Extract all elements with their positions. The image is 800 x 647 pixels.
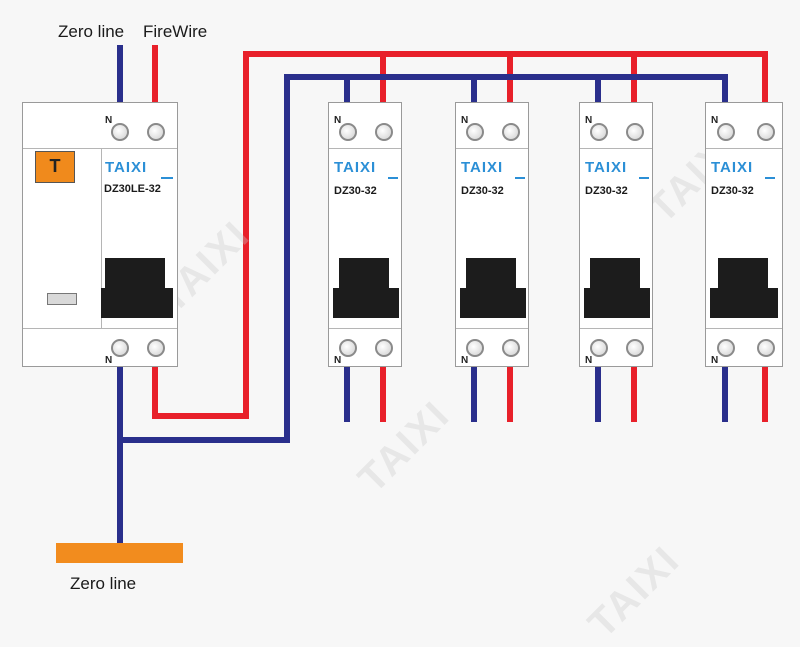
breaker-3: N TAIXI DZ30-32 N [579,102,653,367]
switch-handle-base [710,288,778,318]
terminal-n-mark: N [461,355,469,366]
divider [580,328,652,329]
terminal-n-mark: N [334,355,342,366]
brand-underline [161,177,173,179]
terminal-screw [339,123,357,141]
brand-underline [388,177,398,179]
terminal-screw [626,123,644,141]
breaker-4: N TAIXI DZ30-32 N [705,102,783,367]
switch-handle[interactable] [105,258,165,290]
neutral-bus-wire [120,74,728,443]
terminal-screw [147,123,165,141]
rcbo-device: N T TAIXI DZ30LE-32 N [22,102,178,367]
model-label: DZ30-32 [461,185,504,197]
brand-underline [515,177,525,179]
brand-logo: TAIXI [105,159,148,176]
trip-indicator [47,293,77,305]
terminal-screw [339,339,357,357]
terminal-screw [111,123,129,141]
terminal-screw [147,339,165,357]
divider [329,328,401,329]
terminal-screw [502,123,520,141]
terminal-n-mark: N [585,115,593,126]
switch-handle[interactable] [339,258,389,290]
brand-logo: TAIXI [461,159,504,176]
terminal-screw [626,339,644,357]
breaker-1: N TAIXI DZ30-32 N [328,102,402,367]
terminal-screw [375,123,393,141]
switch-handle-base [584,288,650,318]
divider [101,148,102,328]
terminal-screw [466,123,484,141]
terminal-n-mark: N [711,115,719,126]
divider [23,148,177,149]
terminal-n-mark: N [105,115,113,126]
rcbo-output-live-wire [152,51,768,419]
brand-underline [765,177,775,179]
terminal-screw [757,123,775,141]
terminal-n-mark: N [585,355,593,366]
terminal-screw [466,339,484,357]
terminal-n-mark: N [461,115,469,126]
model-label: DZ30LE-32 [104,183,161,195]
divider [329,148,401,149]
terminal-screw [111,339,129,357]
terminal-screw [590,123,608,141]
terminal-n-mark: N [334,115,342,126]
terminal-screw [502,339,520,357]
test-button[interactable]: T [35,151,75,183]
switch-handle-base [460,288,526,318]
brand-logo: TAIXI [334,159,377,176]
brand-logo: TAIXI [711,159,754,176]
terminal-screw [590,339,608,357]
brand-logo: TAIXI [585,159,628,176]
terminal-screw [717,339,735,357]
firewire-label: FireWire [143,22,208,41]
brand-underline [639,177,649,179]
switch-handle-base [333,288,399,318]
switch-handle[interactable] [590,258,640,290]
terminal-screw [375,339,393,357]
terminal-screw [757,339,775,357]
divider [456,328,528,329]
switch-handle[interactable] [718,258,768,290]
neutral-busbar [56,543,183,563]
model-label: DZ30-32 [711,185,754,197]
terminal-n-mark: N [711,355,719,366]
switch-handle-base [101,288,173,318]
divider [706,148,782,149]
terminal-n-mark: N [105,355,113,366]
switch-handle[interactable] [466,258,516,290]
breaker-2: N TAIXI DZ30-32 N [455,102,529,367]
divider [580,148,652,149]
divider [23,328,177,329]
zero-line-bottom-label: Zero line [70,574,137,593]
model-label: DZ30-32 [334,185,377,197]
model-label: DZ30-32 [585,185,628,197]
divider [706,328,782,329]
divider [456,148,528,149]
zero-line-top-label: Zero line [58,22,125,41]
test-button-label: T [49,156,61,176]
terminal-screw [717,123,735,141]
